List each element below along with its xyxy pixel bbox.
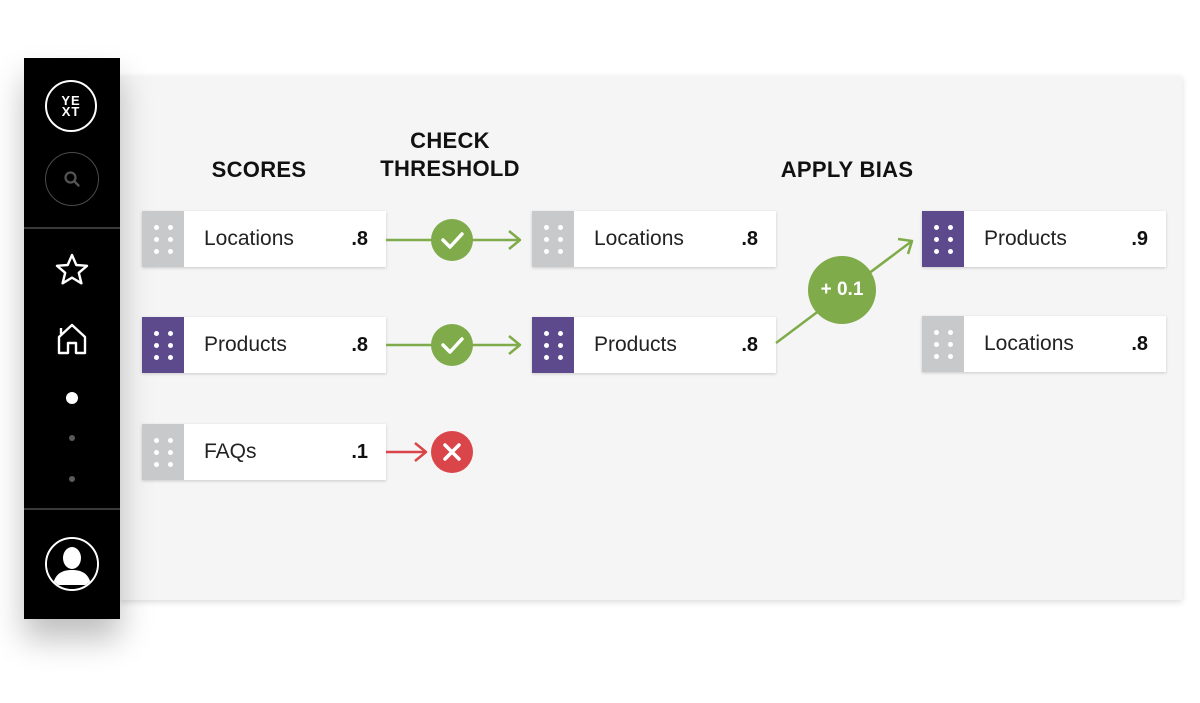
sidebar-divider-top <box>24 227 120 229</box>
result-card-products[interactable]: Products .9 <box>922 211 1166 267</box>
page-dot[interactable] <box>69 435 75 441</box>
home-button[interactable] <box>54 321 90 357</box>
yext-logo[interactable]: YE XT <box>45 80 97 132</box>
star-icon <box>55 253 89 285</box>
drag-handle-icon[interactable] <box>142 424 184 480</box>
threshold-card-locations[interactable]: Locations .8 <box>532 211 776 267</box>
search-button[interactable] <box>45 152 99 206</box>
card-label: Locations <box>204 227 294 250</box>
card-score: .8 <box>741 228 758 250</box>
card-score: .8 <box>351 334 368 356</box>
score-card-locations[interactable]: Locations .8 <box>142 211 386 267</box>
logo-text-bottom: XT <box>61 104 81 119</box>
sidebar: YE XT <box>24 58 120 619</box>
card-label: Locations <box>984 332 1074 355</box>
card-score: .8 <box>741 334 758 356</box>
drag-handle-icon[interactable] <box>142 211 184 267</box>
bias-label: + 0.1 <box>820 279 864 300</box>
drag-handle-icon[interactable] <box>532 317 574 373</box>
logo-text-top: YE <box>61 93 81 108</box>
card-label: FAQs <box>204 440 257 463</box>
user-avatar[interactable] <box>45 537 99 591</box>
threshold-card-products[interactable]: Products .8 <box>532 317 776 373</box>
score-card-faqs[interactable]: FAQs .1 <box>142 424 386 480</box>
card-label: Products <box>984 227 1067 250</box>
card-score: .1 <box>351 441 368 463</box>
score-card-products[interactable]: Products .8 <box>142 317 386 373</box>
card-score: .8 <box>351 228 368 250</box>
drag-handle-icon[interactable] <box>922 211 964 267</box>
card-label: Products <box>204 333 287 356</box>
card-score: .8 <box>1131 333 1148 355</box>
search-icon <box>64 171 80 187</box>
page-dot[interactable] <box>69 476 75 482</box>
avatar-icon <box>47 539 97 589</box>
apply-bias-heading: APPLY BIAS <box>780 157 914 182</box>
check-threshold-heading: CHECK THRESHOLD <box>368 127 532 183</box>
page-dot-active[interactable] <box>66 392 78 404</box>
card-label: Products <box>594 333 677 356</box>
card-score: .9 <box>1131 228 1148 250</box>
card-label: Locations <box>594 227 684 250</box>
drag-handle-icon[interactable] <box>532 211 574 267</box>
result-card-locations[interactable]: Locations .8 <box>922 316 1166 372</box>
drag-handle-icon[interactable] <box>142 317 184 373</box>
sidebar-divider-bottom <box>24 508 120 510</box>
check-threshold-line2: THRESHOLD <box>380 156 520 181</box>
favorites-button[interactable] <box>54 252 90 288</box>
drag-handle-icon[interactable] <box>922 316 964 372</box>
check-threshold-line1: CHECK <box>410 128 490 153</box>
home-icon <box>57 323 87 355</box>
scores-heading: SCORES <box>211 157 307 182</box>
